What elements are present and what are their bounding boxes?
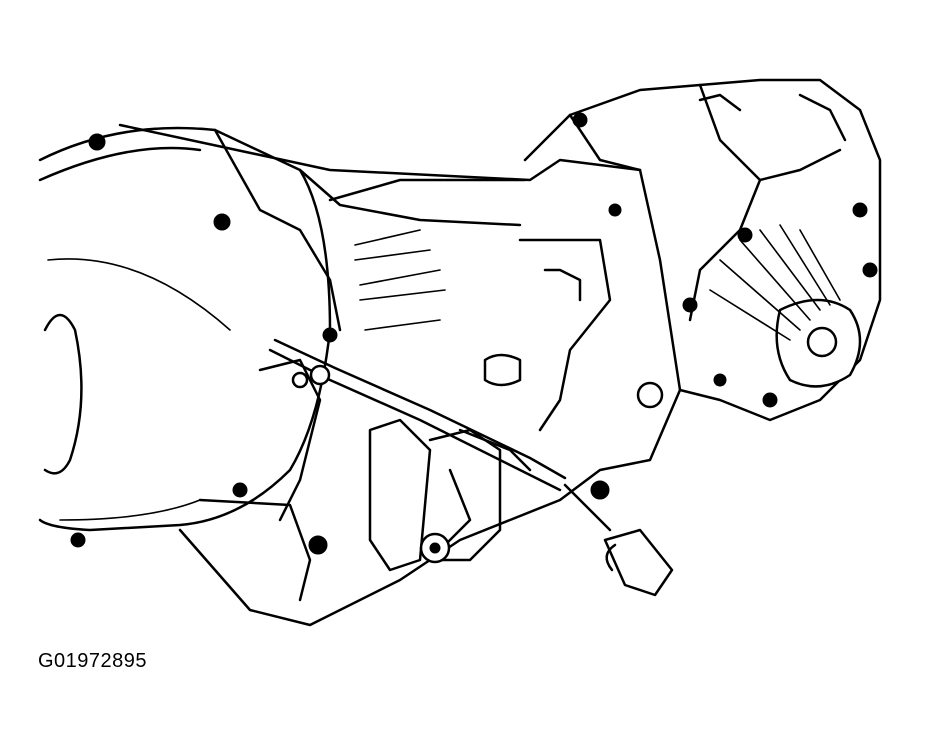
bolt-icon [737, 227, 753, 243]
bell-housing [38, 126, 332, 548]
bolt-icon [232, 482, 248, 498]
bolt-icon [862, 262, 878, 278]
bolt-icon [88, 133, 106, 151]
bolt-icon [590, 480, 610, 500]
figure-id-label: G01972895 [38, 650, 148, 672]
bolt-icon [213, 213, 231, 231]
bolt-icon [70, 532, 86, 548]
transfer-case [523, 78, 882, 422]
bolt-icon [713, 373, 727, 387]
bolt-icon [682, 297, 698, 313]
bolt-icon [852, 202, 868, 218]
transmission-illustration [38, 78, 882, 627]
connector-icon [603, 528, 674, 597]
transmission-case [118, 123, 682, 627]
bolt-icon [308, 535, 328, 555]
bolt-icon [762, 392, 778, 408]
shift-linkage [268, 338, 674, 597]
bolt-icon [608, 203, 622, 217]
bolt-icon [322, 327, 338, 343]
bolt-icon [572, 112, 588, 128]
